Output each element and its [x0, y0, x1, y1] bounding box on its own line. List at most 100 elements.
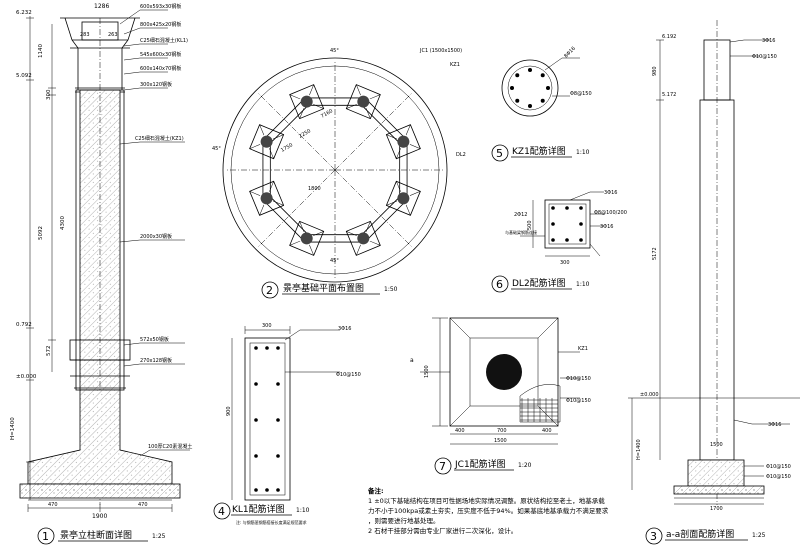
kz1-rebar — [546, 86, 550, 90]
plan-angle-top: 45° — [330, 48, 339, 54]
notes-heading: 备注: — [368, 487, 384, 495]
kz1-rebar — [528, 104, 532, 108]
plan-jc1-label: JC1 (1500x1500) — [419, 48, 462, 54]
dl2-rebar — [579, 206, 583, 210]
col-dim-1140: 1140 — [38, 44, 44, 58]
title-block-3: 3 a-a剖面配筋详图 1:25 — [645, 527, 766, 545]
plan-footing-jc1 — [345, 84, 381, 120]
kl1-rebar — [276, 488, 280, 492]
col-dim-5092: 5092 — [38, 226, 44, 240]
notes-block: 备注: 1 ±0以下基础结构在项目可性据场地实际情况调整。原状结构挖至老土，地基… — [368, 486, 638, 536]
kl1-rebar — [276, 418, 280, 422]
kl1-height: 900 — [226, 406, 232, 416]
aa-dim-5172: 5172 — [652, 247, 658, 260]
foundation-plan-detail — [222, 57, 448, 283]
title-2-text: 景亭基础平面布置图 — [283, 282, 364, 294]
col-label-2: 800x425x20钢板 — [140, 21, 181, 28]
kl1-rebar — [254, 346, 258, 350]
col-elev-2: 5.092 — [16, 73, 32, 79]
aa-b2: Φ10@150 — [766, 464, 791, 470]
jc1-r1: Φ10@150 — [566, 376, 591, 382]
jc1-dim-400a: 400 — [455, 428, 465, 434]
title-3-scale: 1:25 — [752, 532, 766, 539]
dl2-note: 与基础梁钢筋连接 — [505, 229, 537, 235]
plan-angle-left: 45° — [212, 146, 221, 152]
column-section-detail — [19, 9, 190, 512]
plan-angle-bottom: 45° — [330, 258, 339, 264]
title-6-text: DL2配筋详图 — [512, 277, 566, 289]
col-label-7: C25细石混凝土(KZ1) — [135, 135, 184, 142]
aa-section-detail — [628, 20, 800, 505]
aa-w: 1700 — [710, 506, 723, 512]
aa-b3: Φ10@150 — [766, 474, 791, 480]
plan-kz1-label: KZ1 — [450, 62, 460, 68]
col-label-8: 2000x30钢板 — [140, 233, 172, 240]
kl1-width: 300 — [262, 323, 272, 329]
col-elev-5: H=1400 — [10, 417, 16, 440]
dl2-rebar — [579, 238, 583, 242]
title-6-scale: 1:10 — [576, 281, 590, 288]
title-2-num: 2 — [266, 284, 273, 297]
dl2-section-detail — [520, 191, 604, 257]
jc1-plan-detail — [420, 317, 580, 445]
aa-tie: Φ10@150 — [752, 54, 777, 60]
title-block-5: 5 KZ1配筋详图 1:10 — [491, 144, 590, 162]
kz1-section-detail — [501, 57, 580, 117]
col-elev-1: 6.232 — [16, 10, 32, 16]
kz1-rebar — [515, 73, 520, 78]
title-7-scale: 1:20 — [518, 462, 532, 469]
dl2-top: 3Φ16 — [604, 190, 617, 196]
aa-dim-980: 980 — [652, 66, 658, 76]
col-label-11: 100厚C20素混凝土 — [148, 443, 192, 450]
title-4-text: KL1配筋详图 — [232, 503, 285, 515]
note-1b: 力不小于100kpa或素土夯实，压实度不低于94%。如果基底地基承载力不满足要求 — [368, 507, 609, 515]
kl1-rebar — [254, 382, 258, 386]
kl1-rebar — [276, 382, 280, 386]
jc1-dim-1500v: 1500 — [424, 365, 430, 378]
col-dim-470b: 470 — [138, 502, 148, 508]
col-dim-263: 263 — [108, 32, 118, 38]
plan-footing-jc1 — [385, 124, 421, 160]
plan-axis-line — [257, 169, 336, 248]
kz1-rebar — [510, 86, 514, 90]
col-elev-4: ±0.000 — [16, 374, 37, 380]
kl1-tie: Φ10@150 — [336, 372, 361, 378]
col-dim-4300: 4300 — [60, 216, 66, 230]
kl1-rebar — [276, 454, 280, 458]
plan-axis-line — [334, 92, 413, 171]
title-4-scale: 1:10 — [296, 507, 310, 514]
kl1-rebar — [254, 488, 258, 492]
kz1-tie-label: Φ8@150 — [570, 91, 592, 97]
aa-elev-2: 5.172 — [662, 92, 676, 98]
title-block-6: 6 DL2配筋详图 1:10 — [491, 275, 590, 293]
plan-dim-7160: 7160 — [320, 108, 334, 120]
plan-axis-line — [334, 169, 413, 248]
plan-footing-jc1 — [289, 220, 325, 256]
aa-c: 1500 — [710, 442, 723, 448]
plan-dim-2250: 2250 — [298, 128, 312, 140]
title-block-1: 1 景亭立柱断面详图 1:25 — [37, 527, 166, 545]
kz1-rebar — [515, 98, 520, 103]
title-5-text: KZ1配筋详图 — [512, 145, 566, 157]
aa-elev-1: 6.192 — [662, 34, 676, 40]
title-7-text: JC1配筋详图 — [454, 458, 506, 470]
kl1-section-detail — [231, 326, 340, 501]
title-1-scale: 1:25 — [152, 533, 166, 540]
aa-elev-3: ±0.000 — [640, 392, 659, 398]
title-5-scale: 1:10 — [576, 149, 590, 156]
title-2-scale: 1:50 — [384, 286, 398, 293]
jc1-r2: Φ10@150 — [566, 398, 591, 404]
kl1-rebar — [265, 488, 269, 492]
jc1-dim-400b: 400 — [542, 428, 552, 434]
note-1: 1 ±0以下基础结构在项目可性据场地实际情况调整。原状结构挖至老土，地基承载 — [368, 497, 605, 505]
title-5-num: 5 — [496, 147, 503, 160]
title-6-num: 6 — [496, 278, 503, 291]
title-7-num: 7 — [439, 460, 446, 473]
kl1-rebar — [254, 418, 258, 422]
plan-footing-jc1 — [249, 124, 285, 160]
col-label-6: 300x120钢板 — [140, 81, 172, 88]
col-label-9: 572x50钢板 — [140, 336, 169, 343]
dl2-width: 300 — [560, 260, 570, 266]
aa-b1: 3Φ16 — [768, 422, 781, 428]
col-bottom-width: 1900 — [92, 513, 107, 520]
